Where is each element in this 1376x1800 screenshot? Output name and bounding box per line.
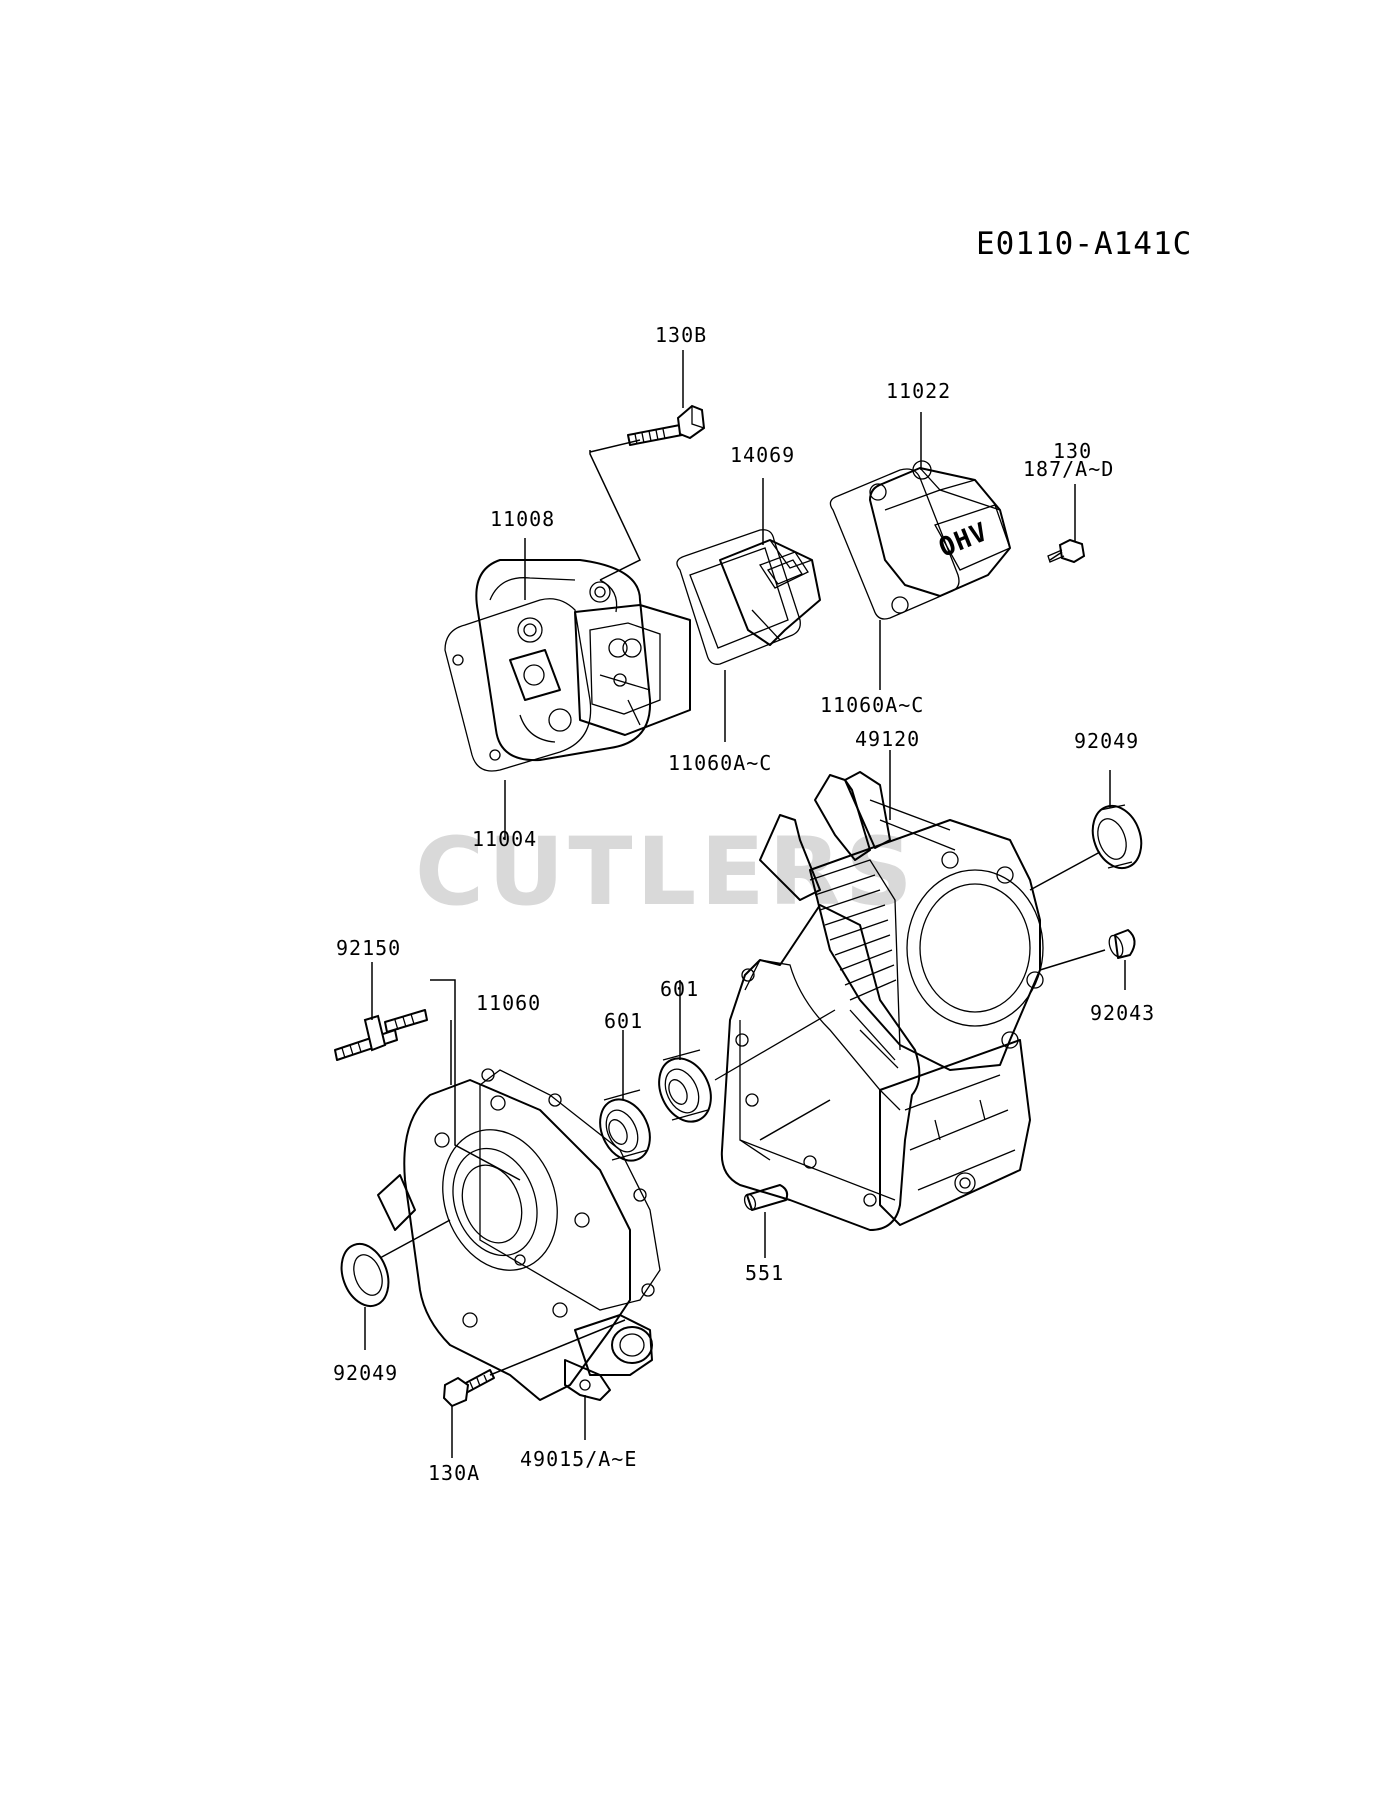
breather-cover-part bbox=[676, 529, 821, 665]
label-11060ac-left: 11060A~C bbox=[668, 751, 772, 775]
crankcase-cover-part bbox=[377, 1079, 653, 1401]
label-11008: 11008 bbox=[490, 507, 555, 531]
label-49120: 49120 bbox=[855, 727, 920, 751]
label-14069: 14069 bbox=[730, 443, 795, 467]
label-11022: 11022 bbox=[886, 379, 951, 403]
cylinder-head-part bbox=[475, 559, 691, 762]
label-92049-left: 92049 bbox=[333, 1361, 398, 1385]
label-551: 551 bbox=[745, 1261, 784, 1285]
label-11004: 11004 bbox=[472, 827, 537, 851]
ohv-mark: OHV bbox=[935, 517, 993, 564]
bearing-right-part bbox=[658, 1049, 712, 1123]
label-130: 130 bbox=[1053, 439, 1092, 463]
dowel-pin-right-part bbox=[1108, 929, 1136, 959]
label-601-right: 601 bbox=[660, 977, 699, 1001]
crankcase-part bbox=[714, 771, 1044, 1231]
diagram-code: E0110-A141C bbox=[976, 226, 1193, 262]
label-92043: 92043 bbox=[1090, 1001, 1155, 1025]
oil-seal-left-part bbox=[340, 1243, 390, 1307]
label-11060ac-right: 11060A~C bbox=[820, 693, 924, 717]
head-gasket-part bbox=[444, 598, 592, 772]
cover-bolt-part bbox=[442, 1369, 495, 1408]
label-601-left: 601 bbox=[604, 1009, 643, 1033]
crankcase-cover-gasket-part bbox=[479, 1068, 661, 1311]
dowel-pin-bottom-part bbox=[743, 1184, 789, 1211]
rocker-cover-part bbox=[829, 460, 1011, 620]
label-11060: 11060 bbox=[476, 991, 541, 1015]
label-130a: 130A bbox=[428, 1461, 480, 1485]
label-49015: 49015/A~E bbox=[520, 1447, 637, 1471]
label-92150: 92150 bbox=[336, 936, 401, 960]
label-130b: 130B bbox=[655, 323, 707, 347]
head-bolt-part bbox=[627, 404, 706, 446]
oil-seal-right-part bbox=[1091, 804, 1143, 870]
stud-bolt-part bbox=[334, 1009, 428, 1061]
leader-lines bbox=[364, 350, 1126, 1458]
cover-screw-part bbox=[1047, 538, 1086, 564]
bearing-left-part bbox=[599, 1089, 651, 1162]
label-92049-right: 92049 bbox=[1074, 729, 1139, 753]
label-187: 187/A~D bbox=[1023, 457, 1114, 481]
